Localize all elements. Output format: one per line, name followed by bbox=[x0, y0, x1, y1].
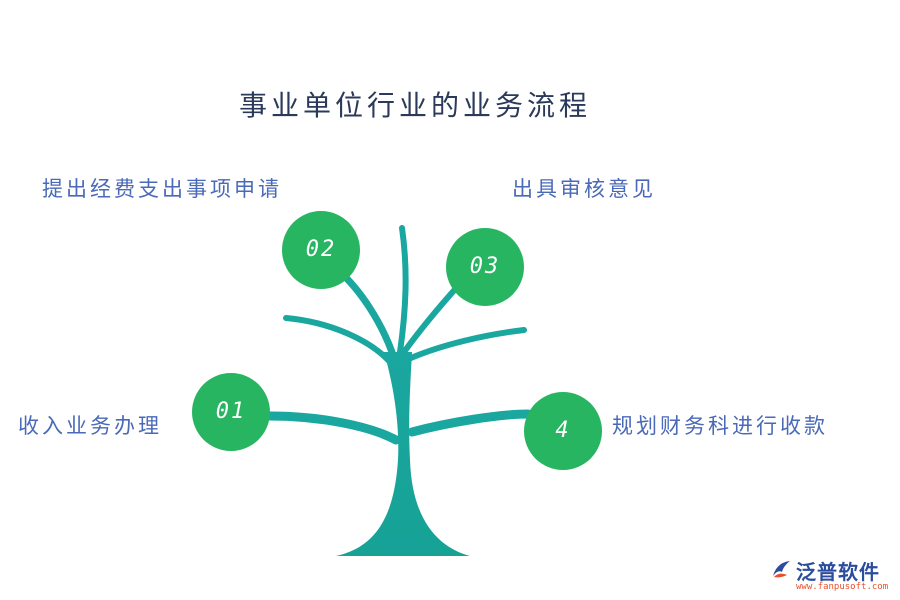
logo-url: www.fanpusoft.com bbox=[796, 582, 889, 592]
logo-icon bbox=[773, 561, 790, 578]
logo-name: 泛普软件 bbox=[796, 560, 880, 584]
step-2-number: 02 bbox=[305, 237, 337, 262]
step-4-number: 4 bbox=[555, 418, 571, 443]
branch-right-low bbox=[407, 409, 533, 437]
step-3-node: 03 bbox=[446, 228, 524, 306]
step-2-label: 提出经费支出事项申请 bbox=[42, 177, 282, 201]
step-1-node: 01 bbox=[192, 373, 270, 451]
branch-right-mid bbox=[399, 327, 527, 365]
branch-node3 bbox=[401, 283, 461, 355]
branch-left-low bbox=[265, 411, 401, 445]
branch-top bbox=[397, 225, 409, 355]
step-3-number: 03 bbox=[469, 254, 501, 279]
step-3-label: 出具审核意见 bbox=[512, 177, 656, 201]
step-4-node: 4 bbox=[524, 392, 602, 470]
branch-left-mid bbox=[283, 315, 393, 365]
step-1-label: 收入业务办理 bbox=[18, 414, 162, 438]
step-4-label: 规划财务科进行收款 bbox=[612, 414, 828, 438]
step-1-number: 01 bbox=[215, 399, 247, 424]
page-title: 事业单位行业的业务流程 bbox=[238, 89, 591, 122]
step-2-node: 02 bbox=[282, 211, 360, 289]
tree-trunk bbox=[336, 352, 470, 556]
